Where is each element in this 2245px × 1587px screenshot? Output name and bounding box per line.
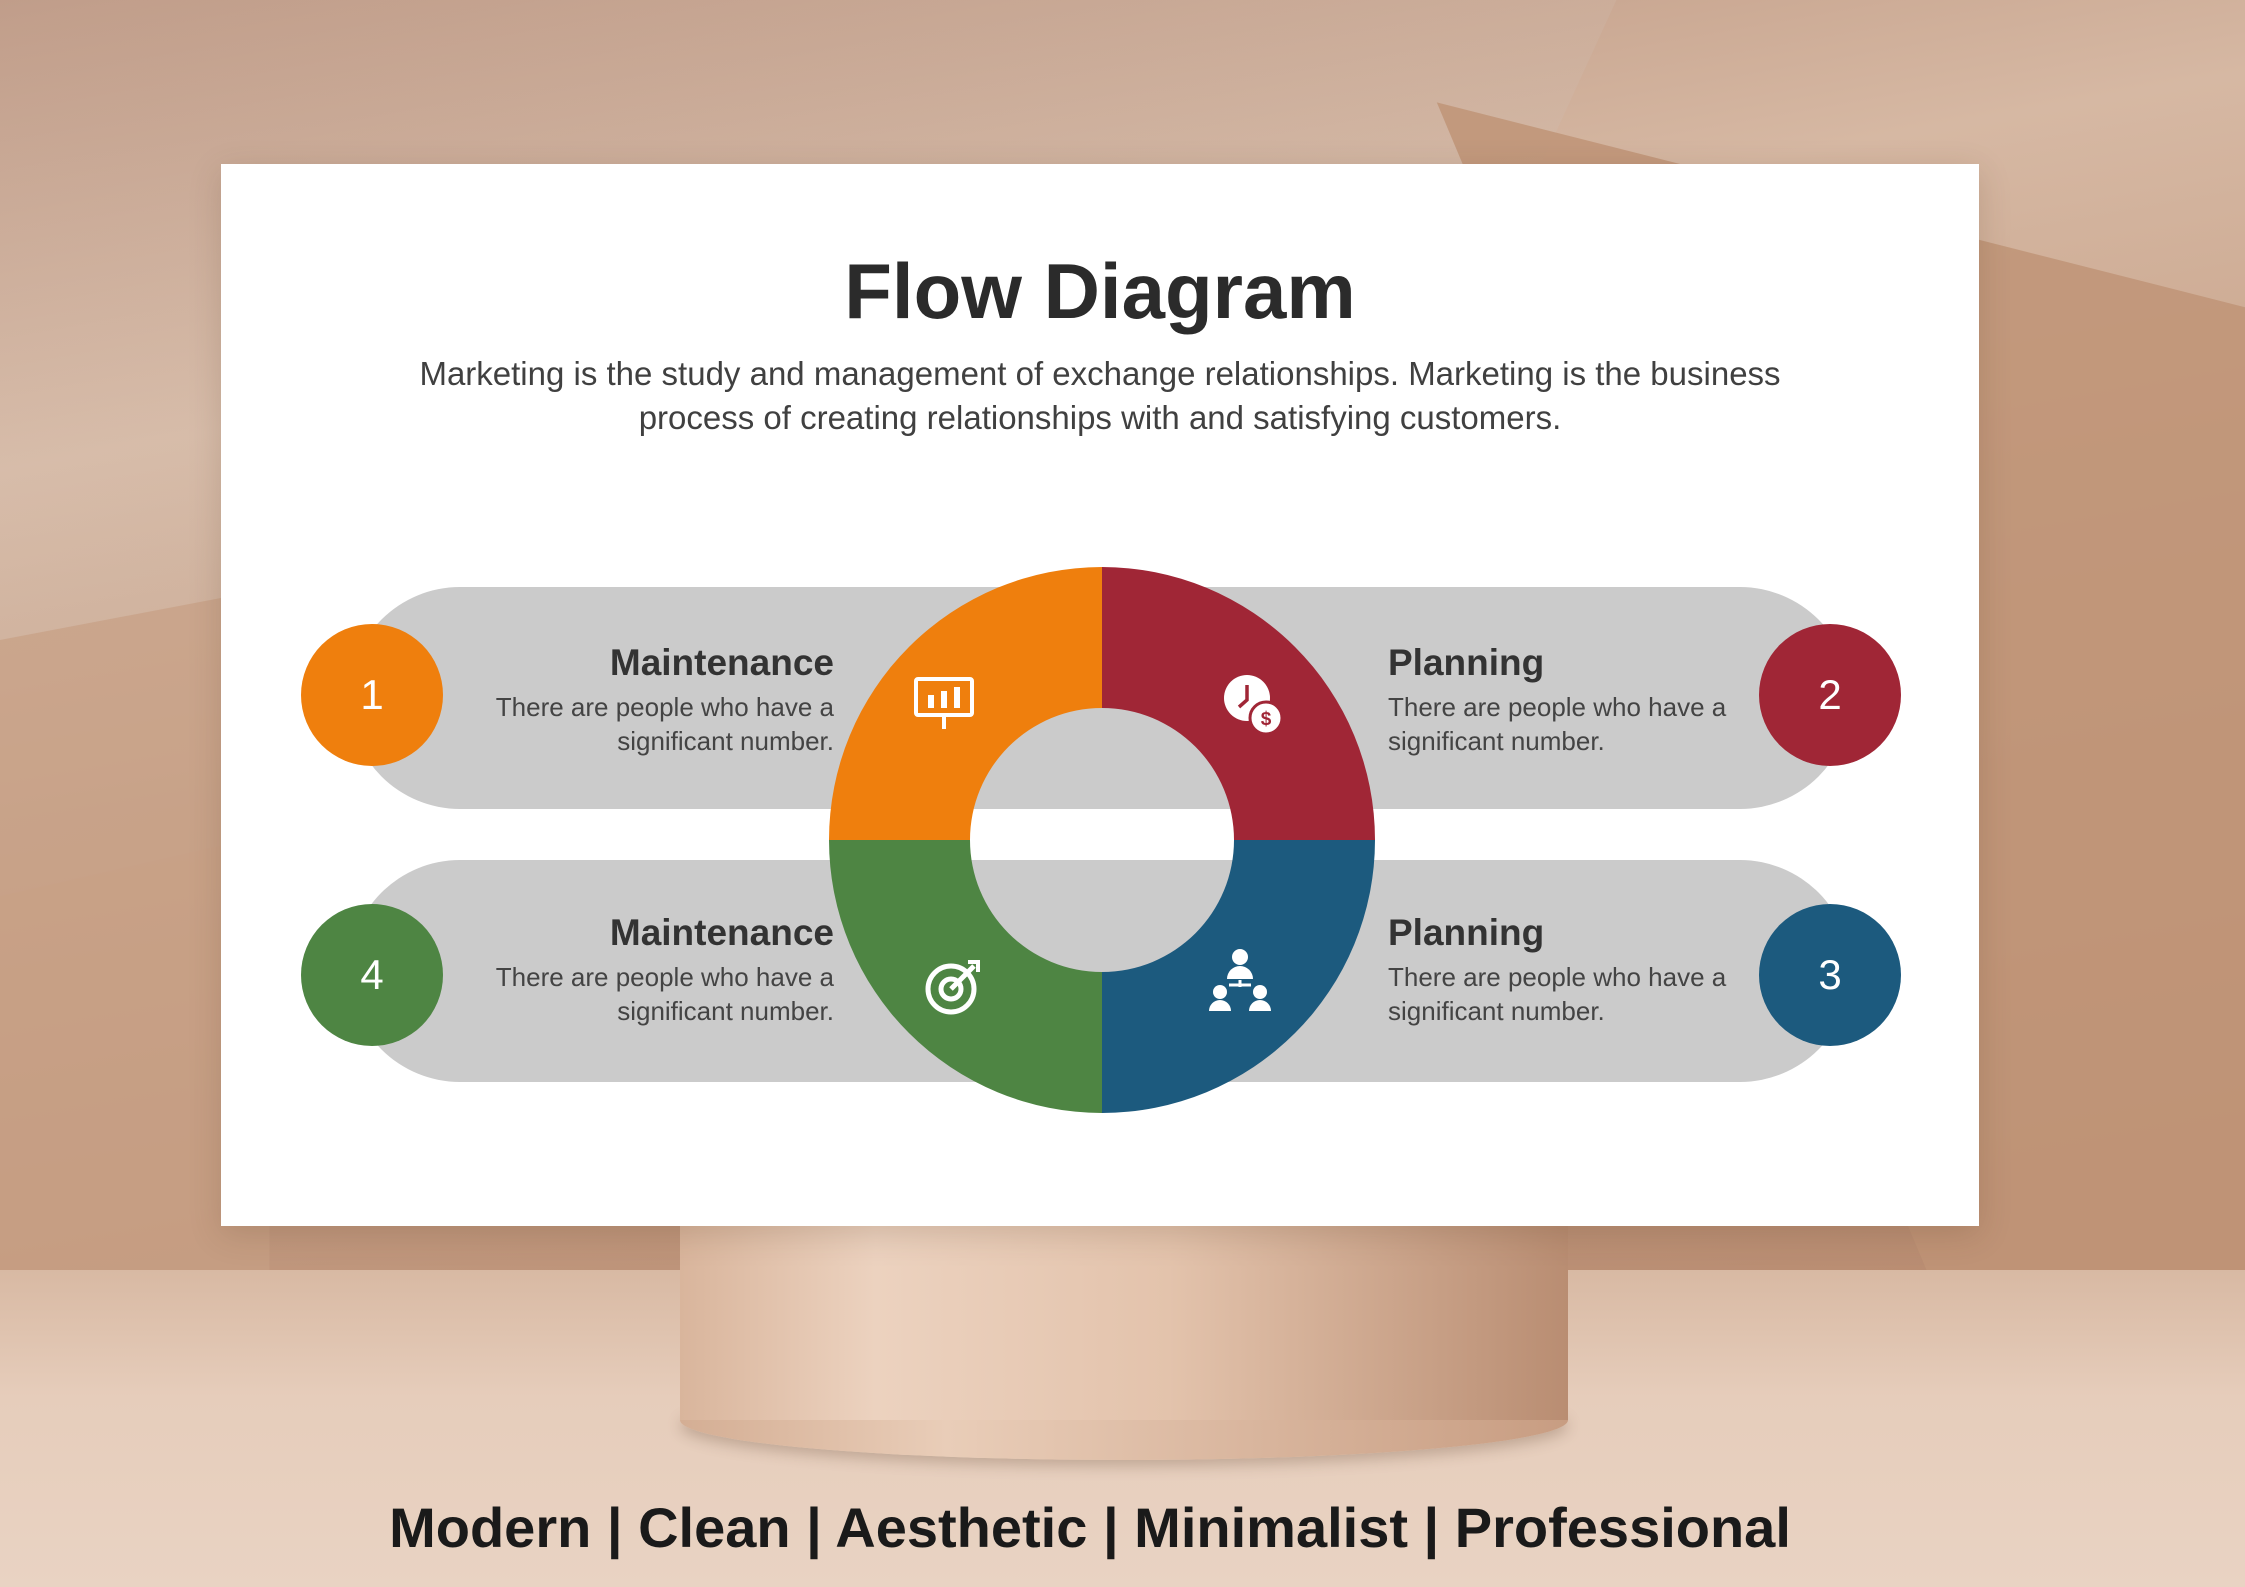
step-1-title: Maintenance (609, 642, 834, 683)
step-4-description: There are people who have a significant … (495, 962, 834, 1026)
svg-text:$: $ (1261, 709, 1272, 730)
presentation-chart-icon (914, 677, 974, 729)
slide-card: Flow Diagram Marketing is the study and … (221, 164, 1979, 1226)
step-2-description: There are people who have a significant … (1388, 692, 1727, 756)
pedestal (680, 1190, 1568, 1420)
step-3-description: There are people who have a significant … (1388, 962, 1727, 1026)
step-1-description: There are people who have a significant … (495, 692, 834, 756)
page-subtitle: Marketing is the study and management of… (419, 355, 1781, 436)
tagline: Modern | Clean | Aesthetic | Minimalist … (389, 1496, 1791, 1559)
target-arrow-icon (925, 960, 980, 1015)
team-hierarchy-icon (1209, 949, 1271, 1011)
step-3-title: Planning (1388, 912, 1545, 953)
step-2-badge: 2 (1759, 624, 1901, 766)
step-4-title: Maintenance (609, 912, 834, 953)
cycle-ring: $ (829, 567, 1375, 1113)
step-3-badge: 3 (1759, 904, 1901, 1046)
time-money-icon: $ (1224, 675, 1284, 736)
step-1-badge: 1 (301, 624, 443, 766)
step-4-badge: 4 (301, 904, 443, 1046)
ring-segment-1 (829, 567, 1102, 840)
step-2-title: Planning (1388, 642, 1545, 683)
page-title: Flow Diagram (844, 247, 1356, 335)
